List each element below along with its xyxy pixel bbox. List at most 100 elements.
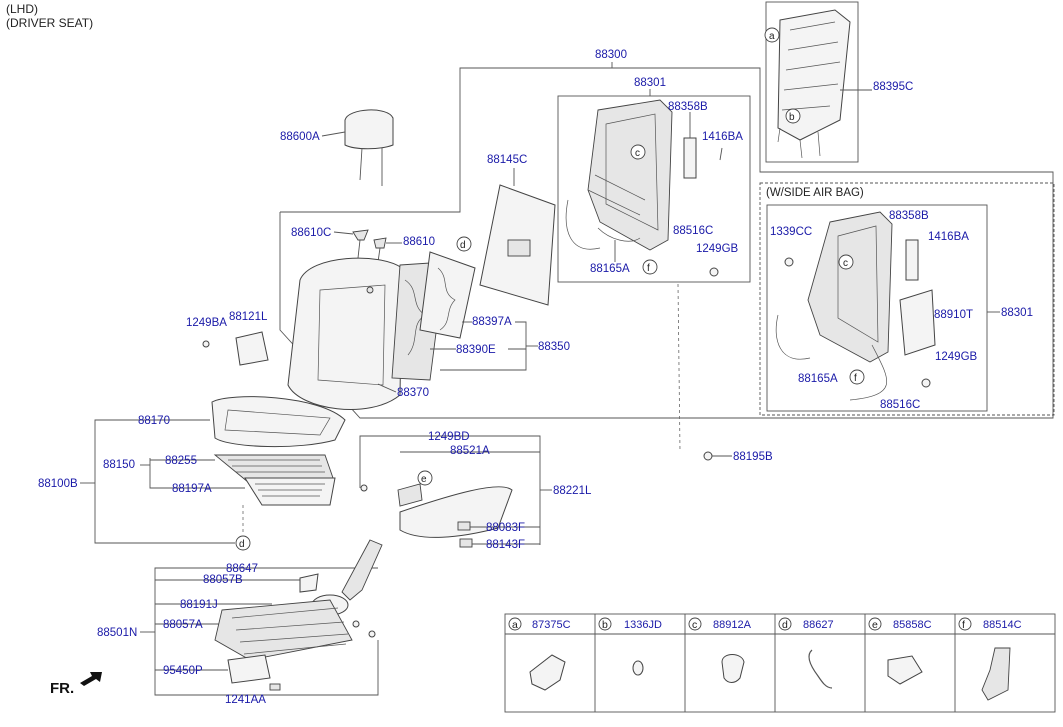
legend-key-f — [958, 617, 972, 631]
side-shield-88221l — [399, 486, 513, 538]
label-88191j: 88191J — [180, 599, 218, 611]
label-88057a: 88057A — [163, 619, 203, 631]
clip-icon — [529, 654, 566, 691]
leader-88600a — [321, 131, 346, 137]
label-1249gb-b: 1249GB — [935, 351, 978, 363]
callout-b — [785, 108, 801, 124]
legend-part-f: 88514C — [983, 619, 1022, 631]
screw-1249bd — [360, 484, 368, 492]
side-bracket-88358b — [683, 137, 697, 179]
label-88083f: 88083F — [486, 522, 525, 534]
label-88170: 88170 — [138, 415, 170, 427]
frame-inner-opening — [605, 113, 659, 231]
legend-frame — [504, 613, 1056, 713]
legend-key-d — [778, 617, 792, 631]
callout-c-frame2 — [838, 254, 854, 270]
label-1241aa: 1241AA — [225, 694, 266, 706]
callout-f-frame1 — [642, 259, 658, 275]
label-88057b: 88057B — [203, 574, 243, 586]
bracket-88057b — [299, 573, 319, 593]
push-clip-icon — [721, 654, 745, 683]
label-88358b-b: 88358B — [889, 210, 929, 222]
callout-f-frame2-label: f — [854, 373, 857, 384]
side-airbag-inner-box — [766, 204, 988, 412]
legend-key-b-label: b — [602, 619, 608, 631]
seat-back-frame — [587, 99, 673, 251]
motor-icon — [981, 647, 1011, 701]
label-88390e: 88390E — [456, 344, 496, 356]
callout-f-frame2 — [849, 369, 865, 385]
back-mat-88397a — [419, 251, 476, 339]
leader-88370 — [377, 383, 397, 393]
seat-back-cover-panel — [317, 284, 386, 386]
label-88610: 88610 — [403, 236, 435, 248]
header-lhd: (LHD) — [6, 2, 38, 16]
seat-back-panel — [777, 9, 851, 141]
knob-88143f — [459, 538, 473, 548]
side-cover-88121l — [235, 331, 269, 366]
label-88195b: 88195B — [733, 451, 773, 463]
label-88165a-b: 88165A — [798, 373, 838, 385]
label-88600a: 88600A — [280, 131, 320, 143]
label-88255: 88255 — [165, 455, 197, 467]
label-88301-right: 88301 — [1001, 307, 1033, 319]
cushion-heater-88197a — [244, 477, 336, 506]
label-88910t: 88910T — [934, 309, 973, 321]
seat-cushion-cover-88170 — [211, 396, 346, 448]
label-88610c: 88610C — [291, 227, 331, 239]
label-88397a: 88397A — [472, 316, 512, 328]
callout-c-frame1-label: c — [635, 148, 640, 159]
label-88100b: 88100B — [38, 478, 78, 490]
legend-key-a-label: a — [512, 619, 518, 631]
label-88516c-b: 88516C — [880, 399, 920, 411]
side-bracket-88358b-b — [905, 239, 919, 281]
side-airbag-module — [899, 289, 936, 356]
label-88358b-a: 88358B — [668, 101, 708, 113]
label-88121l: 88121L — [229, 311, 268, 323]
label-88150: 88150 — [103, 459, 135, 471]
cushion-cover-panel — [224, 409, 331, 436]
label-1416ba-b: 1416BA — [928, 231, 969, 243]
legend-part-b: 1336JD — [624, 619, 662, 631]
back-panel-ribs — [781, 21, 841, 111]
bracket-88221l — [359, 435, 541, 545]
knob-88083f — [457, 521, 471, 531]
bracket-88501n — [154, 567, 379, 696]
callout-f-frame1-label: f — [647, 263, 650, 274]
side-airbag-dashed-box — [759, 182, 1055, 416]
label-1249bd: 1249BD — [428, 431, 470, 443]
callout-b-label: b — [789, 112, 795, 123]
callout-a — [764, 27, 780, 43]
group-88395c-box — [765, 1, 859, 163]
legend-part-a: 87375C — [532, 619, 571, 631]
leader-88610c — [333, 231, 354, 235]
grommet-icon — [632, 660, 644, 676]
legend-key-f-label: f — [962, 619, 965, 631]
label-88370: 88370 — [397, 387, 429, 399]
label-1339cc: 1339CC — [770, 226, 812, 238]
group-88301-box — [557, 95, 751, 283]
legend-key-a — [508, 617, 522, 631]
front-arrow-icon — [80, 672, 102, 686]
label-88165a-a: 88165A — [590, 263, 630, 275]
callout-c-frame2-label: c — [843, 258, 848, 269]
dashed-guide-88195b — [677, 283, 681, 453]
back-panel-hooks — [777, 127, 821, 159]
seat-frame-tracks — [214, 599, 353, 661]
label-95450p: 95450P — [163, 665, 203, 677]
label-88300: 88300 — [595, 49, 627, 61]
bracket-88100b — [94, 419, 235, 544]
label-88143f: 88143F — [486, 539, 525, 551]
label-1416ba-a: 1416BA — [702, 131, 743, 143]
bolt-1249gb-a — [709, 267, 719, 277]
legend-key-e — [868, 617, 882, 631]
label-88516c-a: 88516C — [673, 225, 713, 237]
cushion-pad-lines — [228, 459, 325, 473]
label-88197a: 88197A — [172, 483, 212, 495]
screw-1416ba-a — [719, 147, 723, 161]
legend-key-e-label: e — [872, 619, 878, 631]
label-88301-top: 88301 — [634, 77, 666, 89]
label-88521a: 88521A — [450, 445, 490, 457]
module-95450p — [227, 654, 271, 684]
label-88395c: 88395C — [873, 81, 913, 93]
